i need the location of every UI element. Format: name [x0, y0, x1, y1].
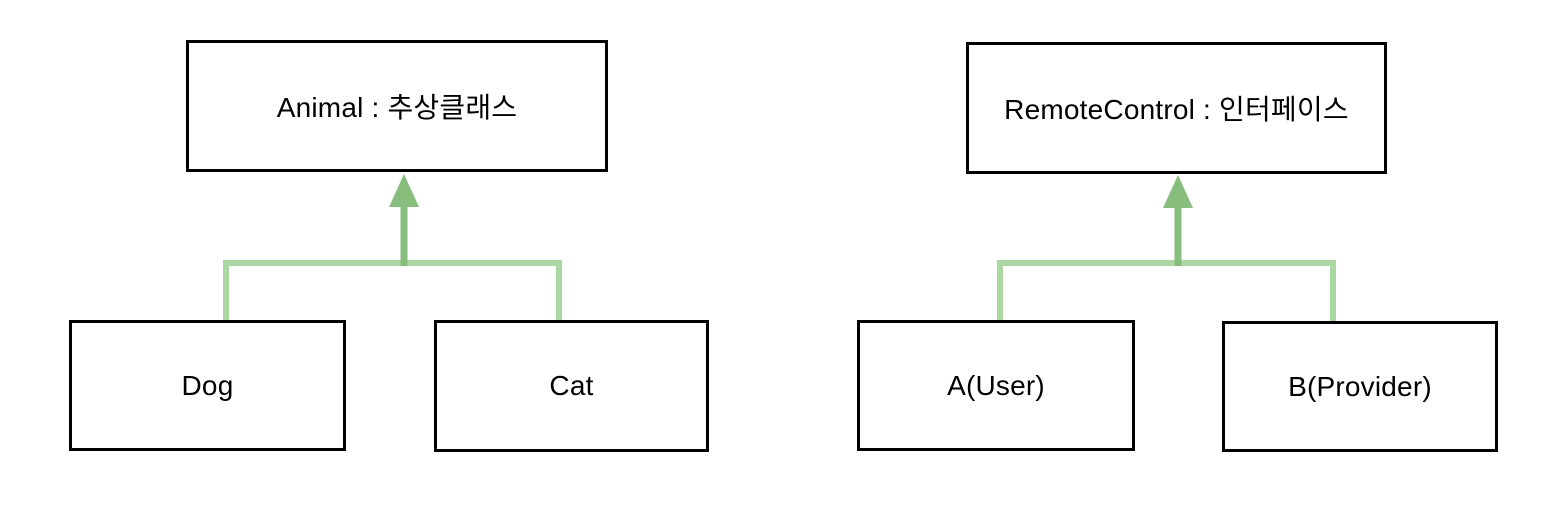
right-connector-elbow	[997, 260, 1336, 321]
node-a-user: A(User)	[857, 320, 1135, 451]
right-inheritance-connector	[997, 175, 1336, 321]
node-label: Animal : 추상클래스	[276, 92, 518, 123]
node-label: B(Provider)	[1288, 370, 1432, 402]
node-label: A(User)	[947, 369, 1045, 401]
left-connector-elbow	[223, 260, 562, 321]
left-inheritance-connector	[223, 174, 562, 321]
node-animal-abstract-class: Animal : 추상클래스	[186, 40, 608, 172]
left-arrowhead-icon	[389, 174, 419, 207]
node-label: RemoteControl : 인터페이스	[1004, 94, 1349, 125]
node-remotecontrol-interface: RemoteControl : 인터페이스	[966, 42, 1387, 174]
node-label: Cat	[549, 370, 594, 401]
right-arrowhead-icon	[1163, 175, 1193, 208]
node-label: Dog	[181, 369, 234, 401]
node-dog: Dog	[69, 320, 346, 451]
node-b-provider: B(Provider)	[1222, 321, 1498, 452]
node-cat: Cat	[434, 320, 709, 452]
